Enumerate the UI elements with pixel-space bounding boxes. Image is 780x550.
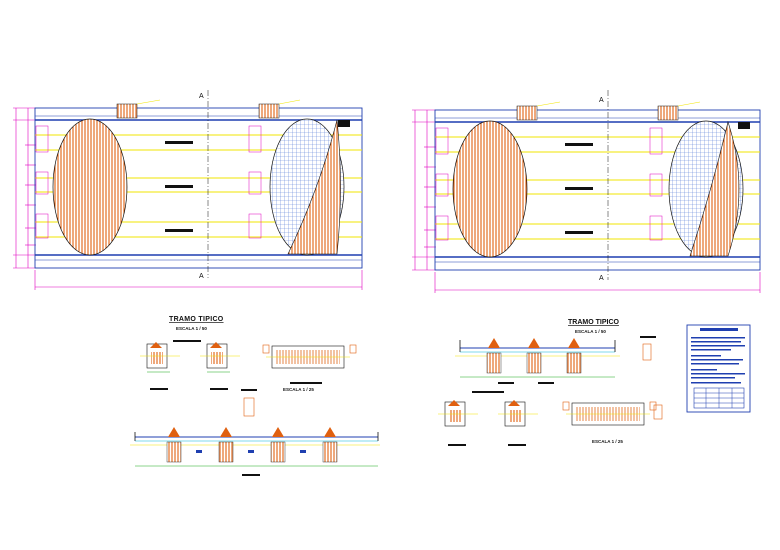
scale-left: ESCALA 1 / 50 [176, 326, 207, 331]
section-mark-bottom-left: A [199, 273, 204, 280]
section-mark-bottom-right: A [599, 275, 604, 282]
notes-table [686, 324, 751, 413]
elevation-left: A A [13, 90, 363, 290]
section-mark-top-right: A [599, 97, 604, 104]
detail-scale-right: ESCALA 1 / 25 [592, 439, 623, 444]
details-left [130, 340, 380, 476]
title-left: TRAMO TIPICO [169, 316, 224, 323]
title-right: TRAMO TIPICO [568, 319, 619, 326]
detail-scale-left: ESCALA 1 / 25 [283, 387, 314, 392]
section-mark-top-left: A [199, 93, 204, 100]
scale-right: ESCALA 1 / 50 [575, 329, 606, 334]
elevation-right: A A [412, 90, 761, 293]
details-right [438, 336, 663, 446]
